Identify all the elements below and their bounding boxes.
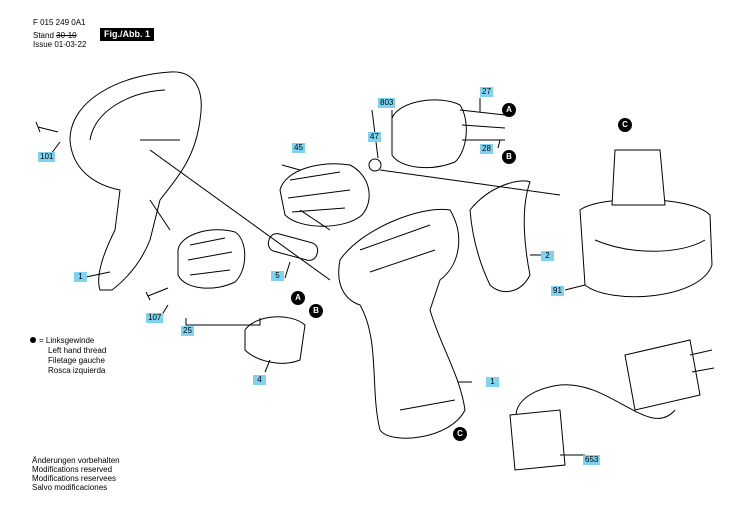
housing-half-right (338, 208, 466, 439)
part-label-45: 45 (292, 143, 305, 153)
part-label-25: 25 (181, 326, 194, 336)
stand-label: Stand (33, 31, 54, 40)
part-label-4: 4 (253, 375, 266, 385)
part-label-91: 91 (551, 286, 564, 296)
old-date: 30-10 (56, 31, 77, 40)
charger-plug (509, 409, 566, 471)
figure-label: Fig./Abb. 1 (100, 28, 154, 41)
part-label-107: 107 (146, 313, 164, 323)
marker-b-motor: B (502, 150, 516, 164)
part-label-101: 101 (38, 152, 56, 162)
issue-label: Issue (33, 40, 53, 49)
marker-a-motor: A (502, 103, 516, 117)
part-label-1-left: 1 (74, 272, 87, 282)
switch-4 (244, 316, 306, 364)
thread-legend: = Linksgewinde Left hand thread Filetage… (30, 336, 106, 376)
screw-107 (145, 287, 169, 301)
housing-half-left (69, 71, 202, 291)
part-label-2: 2 (541, 251, 554, 261)
marker-c-battery: C (618, 118, 632, 132)
part-label-653: 653 (583, 455, 601, 465)
marker-c-housing: C (453, 427, 467, 441)
part-label-803: 803 (378, 98, 396, 108)
gearbox-45 (279, 163, 370, 227)
mod-line-en: Modifications reserved (32, 465, 113, 474)
charger-cable (515, 384, 676, 431)
part-label-28: 28 (480, 144, 493, 154)
screw-101 (35, 121, 59, 133)
revision-stamp: Stand 30-10 Issue 01-03-22 (33, 31, 86, 49)
legend-line-fr: Filetage gauche (48, 356, 105, 365)
pinion-47 (368, 158, 382, 172)
mod-line-fr: Modifications reservees (32, 474, 117, 483)
marker-b-switch: B (309, 304, 323, 318)
new-date: 01-03-22 (54, 40, 87, 49)
legend-symbol: = (39, 336, 44, 345)
keyless-chuck (177, 229, 246, 289)
marker-a-switch: A (291, 291, 305, 305)
legend-line-de: Linksgewinde (45, 336, 95, 345)
charger-653 (624, 339, 701, 411)
part-label-5: 5 (271, 271, 284, 281)
legend-line-es: Rosca izquierda (48, 366, 106, 375)
cover-2 (469, 180, 531, 293)
mod-line-de: Änderungen vorbehalten (32, 456, 120, 465)
left-thread-dot-icon (30, 337, 36, 343)
mod-line-es: Salvo modificaciones (32, 483, 108, 492)
modifications-note: Änderungen vorbehalten Modifications res… (32, 456, 120, 492)
part-label-27: 27 (480, 87, 493, 97)
motor-803 (391, 99, 467, 169)
part-label-47: 47 (368, 132, 381, 142)
battery-91 (579, 198, 713, 298)
document-number: F 015 249 0A1 (33, 18, 86, 27)
part-label-1-right: 1 (486, 377, 499, 387)
spindle-pin-5 (267, 233, 319, 261)
legend-line-en: Left hand thread (48, 346, 107, 355)
